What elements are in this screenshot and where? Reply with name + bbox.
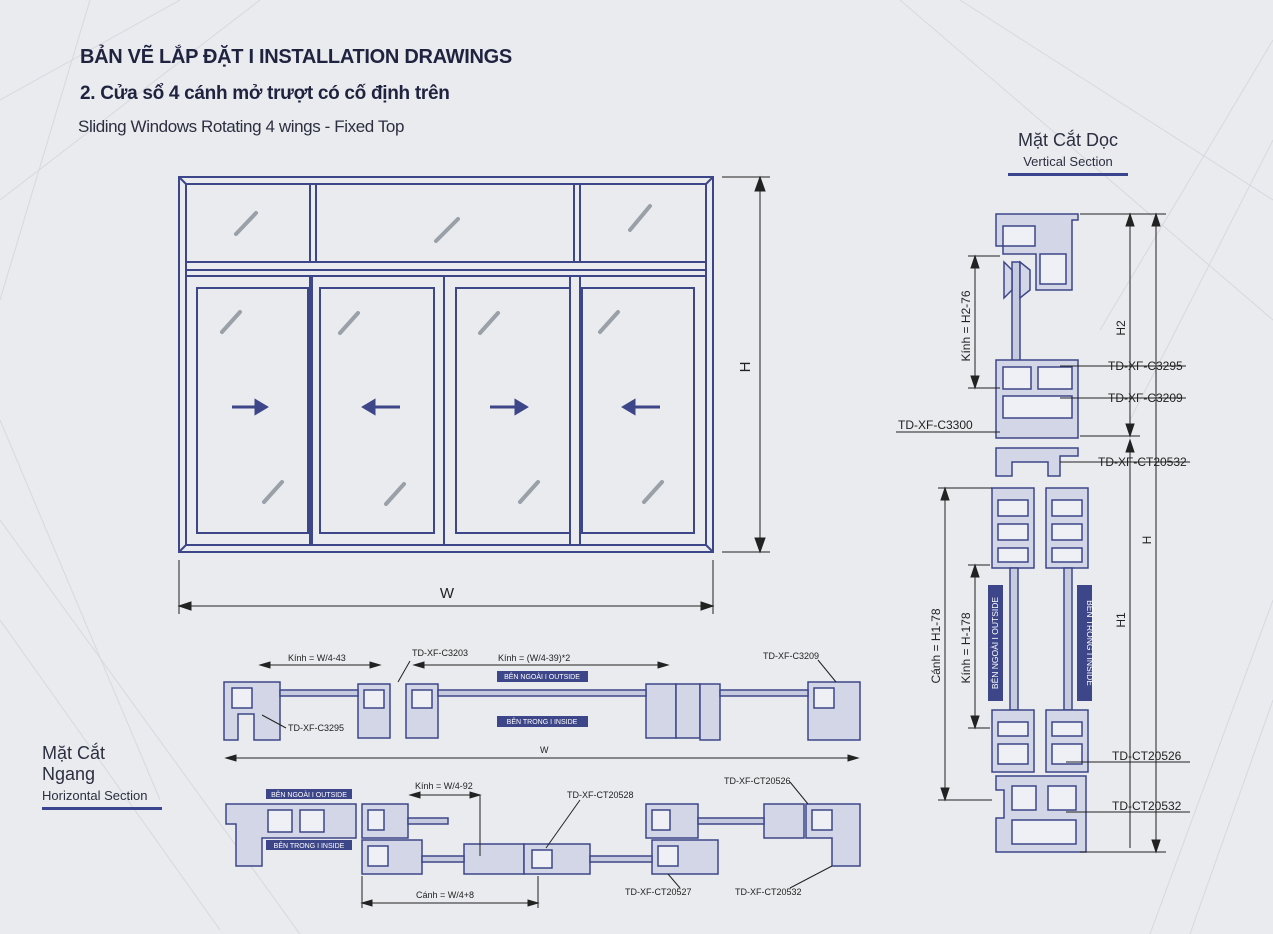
vertical-glass-top-label: Kính = H2-76 bbox=[959, 290, 973, 361]
dim-h-label: H bbox=[737, 362, 754, 373]
page-description: Sliding Windows Rotating 4 wings - Fixed… bbox=[78, 117, 405, 136]
vertical-glass-bottom-label: Kính = H-178 bbox=[959, 612, 973, 683]
h-top-inside-tag bbox=[497, 716, 588, 727]
vertical-section-title-vn: Mặt Cắt Dọc bbox=[1017, 130, 1119, 150]
h-bottom-dimensions bbox=[360, 781, 833, 908]
horizontal-bottom-profiles bbox=[225, 803, 861, 875]
horizontal-top-profiles bbox=[223, 681, 861, 741]
vertical-code-leaders bbox=[896, 365, 1190, 813]
code-td-xf-ct20532: TD-XF-CT20532 bbox=[1098, 455, 1187, 469]
h-top-dimensions bbox=[224, 659, 860, 762]
h-top-code-c3295: TD-XF-C3295 bbox=[288, 723, 344, 733]
code-td-ct20532: TD-CT20532 bbox=[1112, 799, 1182, 813]
vertical-inside-label: BÊN TRONG I INSIDE bbox=[1085, 600, 1095, 686]
code-td-ct20526: TD-CT20526 bbox=[1112, 749, 1182, 763]
h-top-code-c3209: TD-XF-C3209 bbox=[763, 651, 819, 661]
h-bottom-outside-label: BÊN NGOÀI I OUTSIDE bbox=[271, 790, 347, 799]
vertical-section-title-en: Vertical Section bbox=[1023, 154, 1113, 169]
vertical-section-underline bbox=[1008, 173, 1128, 176]
h-top-glass-left-label: Kính = W/4-43 bbox=[288, 653, 346, 663]
h-bottom-inside-label: BÊN TRONG I INSIDE bbox=[274, 841, 345, 850]
h-bottom-glass-label: Kính = W/4-92 bbox=[415, 781, 473, 791]
code-td-xf-c3295: TD-XF-C3295 bbox=[1108, 359, 1183, 373]
vertical-h2-label: H2 bbox=[1114, 320, 1128, 336]
h-bottom-sash-label: Cánh = W/4+8 bbox=[416, 890, 474, 900]
code-td-xf-c3209: TD-XF-C3209 bbox=[1108, 391, 1183, 405]
vertical-outside-label: BÊN NGOÀI I OUTSIDE bbox=[990, 597, 1000, 689]
glass-reflections bbox=[220, 204, 664, 506]
vertical-dimensions bbox=[938, 212, 1166, 854]
code-td-xf-c3300: TD-XF-C3300 bbox=[898, 418, 973, 432]
horizontal-section-title-en: Horizontal Section bbox=[42, 788, 148, 803]
h-top-w-label: W bbox=[540, 745, 549, 755]
vertical-profiles bbox=[991, 213, 1089, 853]
slide-direction-arrows bbox=[232, 398, 660, 416]
elevation-dimensions bbox=[177, 175, 770, 614]
dim-w-label: W bbox=[440, 585, 455, 602]
horizontal-section-title-vn: Mặt Cắt Ngang bbox=[42, 743, 106, 784]
vertical-inside-tag bbox=[1077, 585, 1092, 701]
h-top-code-c3203: TD-XF-C3203 bbox=[412, 648, 468, 658]
h-top-glass-mid-label: Kính = (W/4-39)*2 bbox=[498, 653, 570, 663]
vertical-outside-tag bbox=[988, 585, 1003, 701]
h-top-outside-label: BÊN NGOÀI I OUTSIDE bbox=[504, 672, 580, 681]
h-bottom-inside-tag bbox=[266, 840, 352, 850]
page-title: BẢN VẼ LẮP ĐẶT I INSTALLATION DRAWINGS bbox=[80, 46, 512, 68]
sliding-sashes bbox=[185, 275, 707, 546]
vertical-sash-label: Cánh = H1-78 bbox=[929, 608, 943, 683]
h-bottom-code-20527: TD-XF-CT20527 bbox=[625, 887, 692, 897]
horizontal-section-heading: Mặt Cắt Ngang Horizontal Section bbox=[42, 743, 162, 810]
h-top-inside-label: BÊN TRONG I INSIDE bbox=[507, 717, 578, 726]
horizontal-section-underline bbox=[42, 807, 162, 810]
h-bottom-code-20526: TD-XF-CT20526 bbox=[724, 776, 791, 786]
h-bottom-code-20532: TD-XF-CT20532 bbox=[735, 887, 802, 897]
h-bottom-code-20528: TD-XF-CT20528 bbox=[567, 790, 634, 800]
vertical-h-label: H bbox=[1140, 536, 1154, 545]
page-subtitle: 2. Cửa sổ 4 cánh mở trượt có cố định trê… bbox=[80, 83, 450, 104]
h-bottom-outside-tag bbox=[266, 789, 352, 799]
vertical-section-heading: Mặt Cắt Dọc Vertical Section bbox=[1008, 130, 1128, 176]
h-top-outside-tag bbox=[497, 671, 588, 682]
vertical-h1-label: H1 bbox=[1114, 612, 1128, 628]
